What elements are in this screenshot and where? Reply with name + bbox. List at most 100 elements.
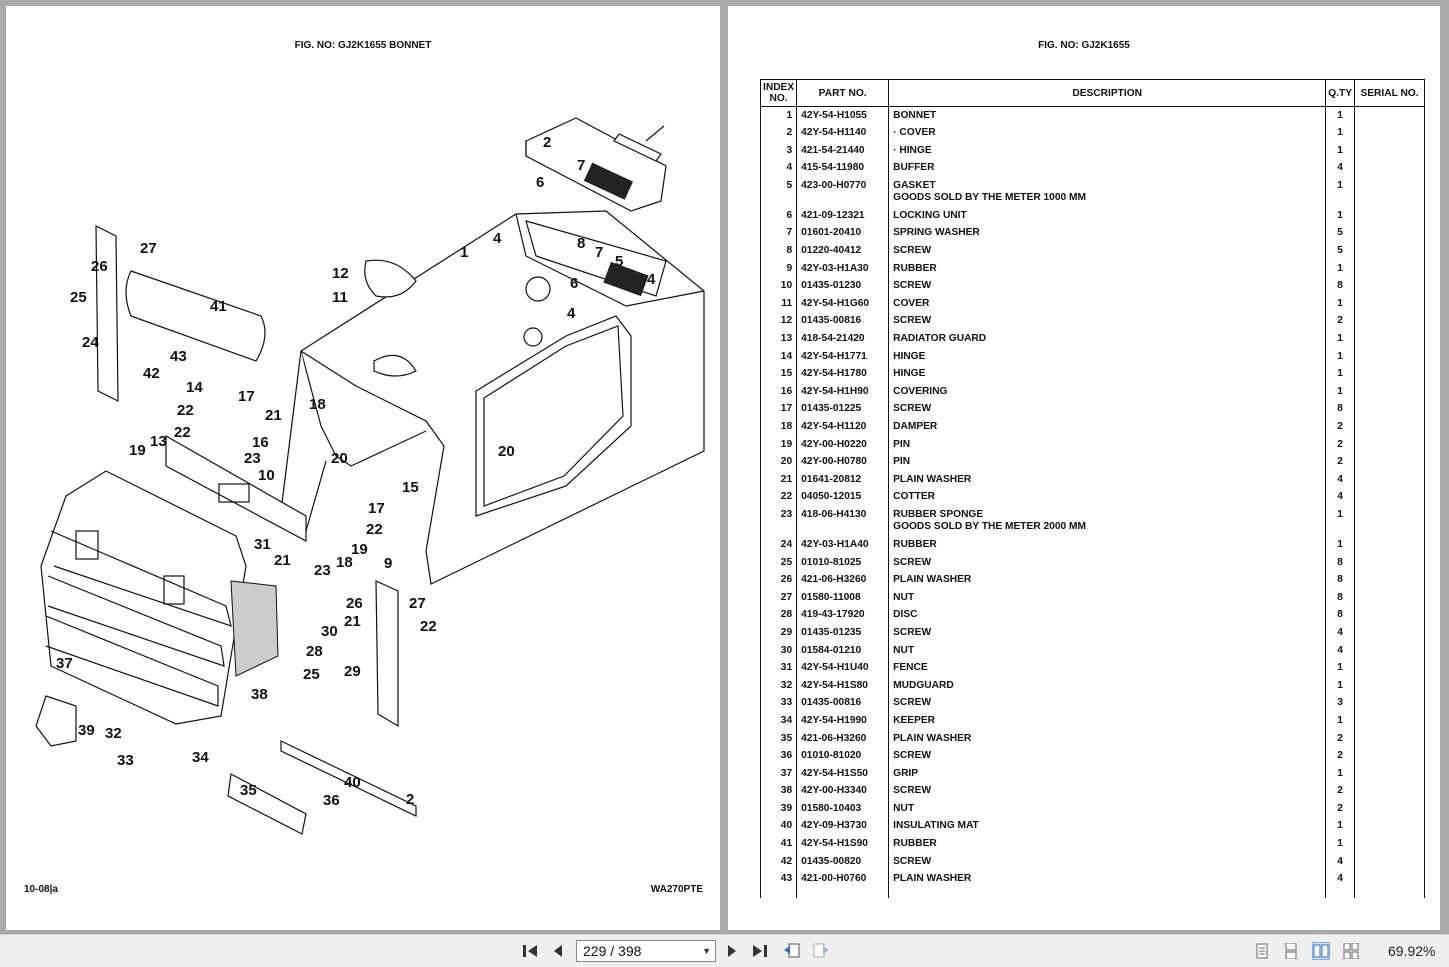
row-description: SCREW: [888, 694, 1327, 712]
two-page-view-icon[interactable]: [1312, 942, 1330, 960]
callout-label: 40: [344, 774, 361, 791]
row-description: RUBBER: [888, 835, 1327, 853]
row-qty: 4: [1325, 470, 1355, 489]
header-qty: Q.TY: [1325, 79, 1355, 107]
row-serial-no: [1354, 312, 1425, 331]
row-index: 7: [759, 224, 798, 243]
row-description: RUBBER: [888, 535, 1327, 554]
callout-label: 32: [105, 725, 122, 742]
row-description: PIN: [888, 453, 1327, 471]
description-line: SCREW: [893, 245, 932, 257]
callout-label: 42: [143, 365, 160, 382]
row-qty: 1: [1325, 817, 1355, 836]
row-description: SCREW: [888, 553, 1327, 572]
first-page-icon[interactable]: [520, 941, 540, 961]
row-qty: 2: [1325, 418, 1355, 436]
next-page-icon[interactable]: [722, 941, 742, 961]
callout-label: 11: [332, 289, 348, 306]
row-qty: 4: [1325, 852, 1355, 871]
row-index: 8: [759, 242, 798, 260]
callout-label: 31: [254, 536, 271, 553]
row-description: NUT: [888, 588, 1327, 607]
row-index: 31: [759, 659, 798, 677]
callout-label: 23: [314, 562, 331, 579]
row-qty: 4: [1325, 488, 1355, 506]
row-description: PLAIN WASHER: [888, 870, 1327, 888]
zoom-level[interactable]: 69.92%: [1388, 943, 1436, 959]
row-description: NUT: [888, 641, 1327, 660]
row-part-number: 01435-00820: [796, 852, 890, 871]
row-part-number: 01435-00816: [796, 694, 890, 712]
callout-label: 25: [70, 289, 87, 306]
row-part-number: 01601-20410: [796, 224, 890, 243]
row-serial-no: [1354, 418, 1425, 436]
row-qty: 8: [1325, 588, 1355, 607]
row-description: PLAIN WASHER: [888, 729, 1327, 748]
callout-label: 27: [409, 595, 426, 612]
go-forward-icon[interactable]: [811, 941, 831, 961]
callout-label: 8: [577, 235, 585, 252]
callout-label: 35: [240, 782, 257, 799]
row-serial-no: [1354, 124, 1425, 142]
row-index: 33: [759, 694, 798, 712]
callout-label: 22: [420, 618, 437, 635]
row-part-number: 42Y-54-H1990: [796, 711, 890, 730]
continuous-view-icon[interactable]: [1283, 942, 1299, 960]
callout-label: 4: [647, 271, 656, 288]
prev-page-icon[interactable]: [548, 941, 568, 961]
row-serial-no: [1354, 224, 1425, 243]
row-index: 4: [759, 159, 798, 177]
row-qty: 1: [1325, 365, 1355, 383]
row-serial-no: [1354, 106, 1425, 125]
go-back-icon[interactable]: [782, 941, 802, 961]
description-line: PLAIN WASHER: [893, 473, 972, 485]
row-qty: 4: [1325, 159, 1355, 177]
row-part-number: 01580-10403: [796, 799, 890, 818]
description-line: INSULATING MAT: [893, 820, 979, 832]
row-serial-no: [1354, 242, 1425, 260]
last-page-icon[interactable]: [750, 941, 770, 961]
single-page-view-icon[interactable]: [1254, 943, 1270, 959]
row-index: 21: [759, 470, 798, 489]
callout-label: 26: [91, 258, 108, 275]
filler-cell: [796, 887, 890, 898]
chevron-down-icon[interactable]: ▼: [702, 946, 711, 956]
row-qty: 8: [1325, 277, 1355, 295]
row-index: 14: [759, 347, 798, 366]
callout-label: 21: [265, 407, 282, 424]
row-serial-no: [1354, 470, 1425, 489]
row-description: NUT: [888, 799, 1327, 818]
callout-label: 19: [129, 442, 146, 459]
row-description: HINGE: [888, 347, 1327, 366]
row-qty: 1: [1325, 505, 1355, 536]
description-line: PLAIN WASHER: [893, 574, 972, 586]
row-part-number: 418-54-21420: [796, 330, 890, 348]
row-part-number: 42Y-54-H1G60: [796, 294, 890, 313]
row-index: 10: [759, 277, 798, 295]
description-line: SPRING WASHER: [893, 227, 980, 239]
row-description: SPRING WASHER: [888, 224, 1327, 243]
filler-cell: [759, 887, 798, 898]
row-index: 43: [759, 870, 798, 888]
row-serial-no: [1354, 435, 1425, 454]
two-page-continuous-view-icon[interactable]: [1343, 942, 1359, 960]
footer-model-code: WA270PTE: [650, 884, 703, 895]
callout-labels: 2 8 7 6 4 1 7 5 6 4 12 11 4 27 26 25 41 …: [56, 134, 656, 809]
callout-label: 41: [210, 298, 227, 315]
page-number-input[interactable]: 229 / 398 ▼: [576, 940, 716, 962]
row-serial-no: [1354, 206, 1425, 225]
row-index: 36: [759, 747, 798, 765]
